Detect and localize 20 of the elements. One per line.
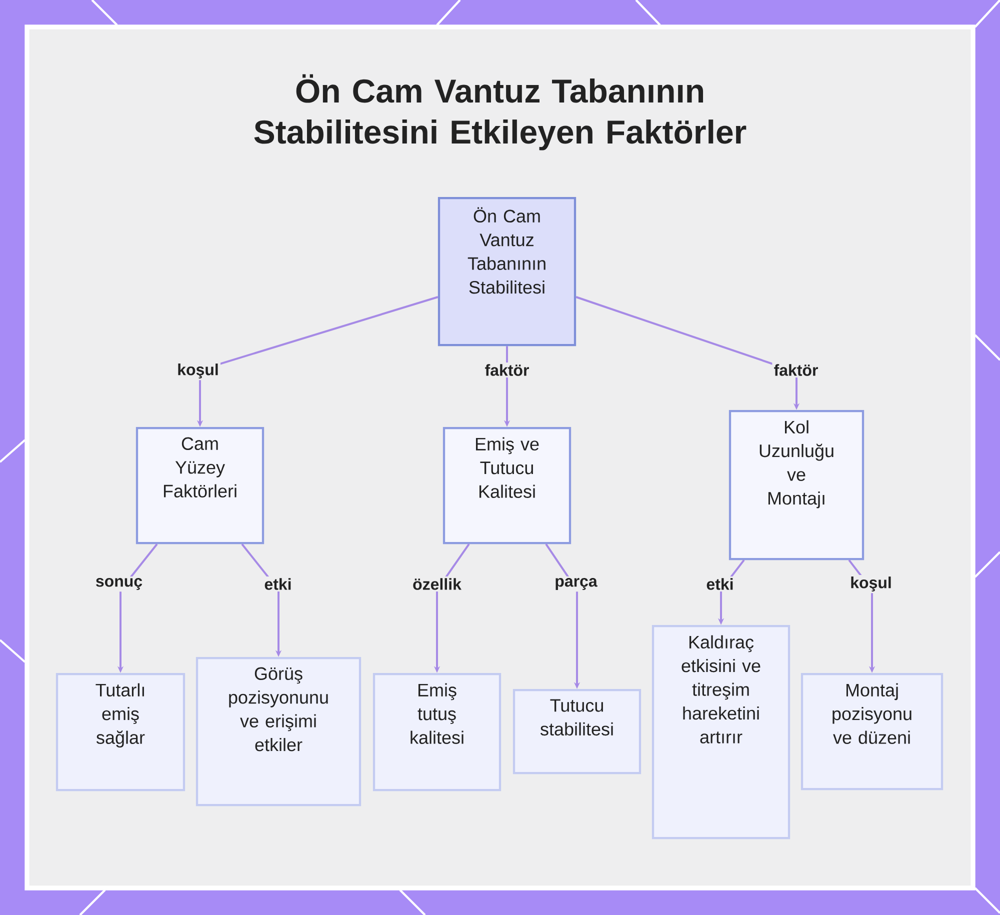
title: Ön Cam Vantuz Tabanının Stabilitesini Etkileyen Faktörler: [254, 74, 746, 150]
root-box: Ön Cam Vantuz Tabanının Stabilitesi: [438, 196, 576, 346]
edge-label: koşul: [848, 574, 894, 594]
edge-label: faktör: [772, 362, 820, 378]
leaf-box: Montaj pozisyonu ve düzeni: [800, 672, 944, 790]
edge-label: faktör: [483, 362, 531, 378]
leaf-box: Tutarlı emiş sağlar: [56, 672, 186, 792]
branch-box: Cam Yüzey Faktörleri: [136, 426, 264, 544]
edge-label: etki: [262, 576, 294, 592]
branch-box: Kol Uzunluğu ve Montajı: [728, 410, 864, 560]
edge-label: sonuç: [94, 576, 144, 592]
leaf-box: Görüş pozisyonunu ve erişimi etkiler: [196, 656, 362, 806]
edge-label: etki: [704, 576, 736, 592]
edge-label: koşul: [176, 362, 220, 380]
leaf-box: Tutucu stabilitesi: [512, 688, 642, 774]
leaf-box: Kaldıraç etkisini ve titreşim hareketini artırır: [652, 624, 790, 840]
edge-label: parça: [553, 576, 599, 592]
leaf-box: Emiş tutuş kalitesi: [372, 672, 502, 792]
branch-box: Emiş ve Tutucu Kalitesi: [442, 426, 572, 544]
edge-label: özellik: [410, 576, 464, 592]
